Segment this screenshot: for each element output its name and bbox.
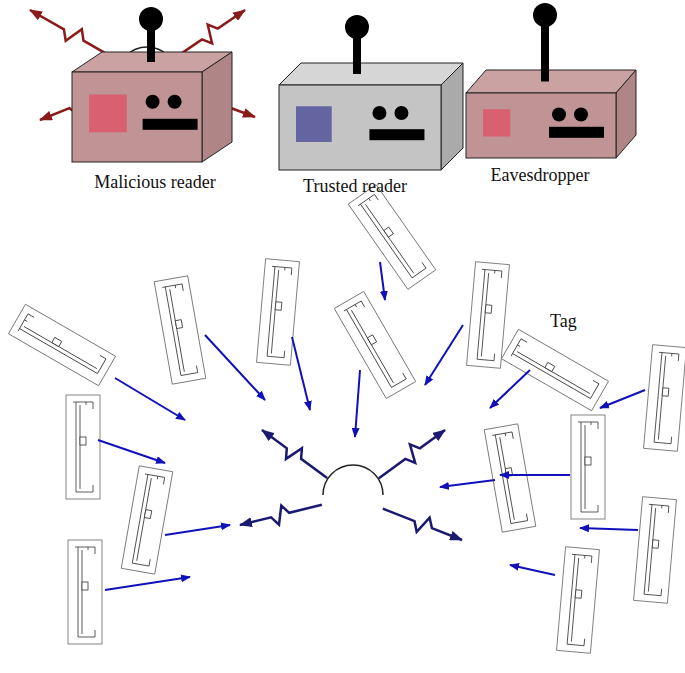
rfid-tag	[557, 547, 600, 654]
signal-arrow	[165, 525, 230, 535]
rfid-tag	[257, 259, 300, 366]
rfid-tag	[634, 497, 677, 604]
rfid-tag	[484, 424, 536, 532]
signal-arrow	[580, 528, 638, 530]
radio-wave	[240, 505, 322, 525]
reader-caption: Trusted reader	[246, 176, 464, 197]
signal-arrow	[105, 577, 190, 590]
rfid-tag	[571, 415, 605, 519]
rfid-tag	[121, 466, 173, 574]
reader-symbol	[54, 0, 264, 200]
signal-arrow	[115, 378, 185, 420]
rfid-tag	[644, 345, 685, 452]
rfid-tag	[154, 276, 206, 384]
rfid-tag	[348, 185, 436, 290]
rfid-tag	[68, 540, 102, 644]
rfid-reader: Trusted reader	[246, 0, 464, 200]
reader-symbol	[254, 0, 464, 200]
radio-wave	[262, 430, 327, 478]
rfid-tag	[467, 262, 510, 369]
signal-arrow	[600, 390, 645, 408]
signal-arrow	[440, 480, 495, 487]
rfid-tag	[334, 291, 415, 398]
signal-arrow	[205, 335, 265, 400]
rfid-tag	[66, 395, 100, 499]
signal-arrow	[510, 565, 555, 575]
reader-caption: Malicious reader	[46, 172, 264, 193]
rfid-tag	[501, 329, 608, 410]
rfid-tag	[8, 304, 115, 385]
signal-arrow	[500, 474, 570, 476]
signal-arrow	[98, 440, 165, 463]
radio-wave	[379, 430, 445, 478]
signal-arrow	[355, 370, 360, 437]
signal-arrow	[490, 370, 530, 408]
radio-wave	[383, 509, 462, 540]
signal-arrow	[425, 325, 463, 385]
signal-arrow	[380, 262, 385, 300]
rfid-reader: Malicious reader	[46, 0, 264, 200]
rfid-reader: Eavesdropper	[436, 0, 644, 195]
signal-arrow	[292, 337, 310, 410]
tag-label: Tag	[548, 311, 579, 332]
reader-caption: Eavesdropper	[436, 165, 644, 186]
